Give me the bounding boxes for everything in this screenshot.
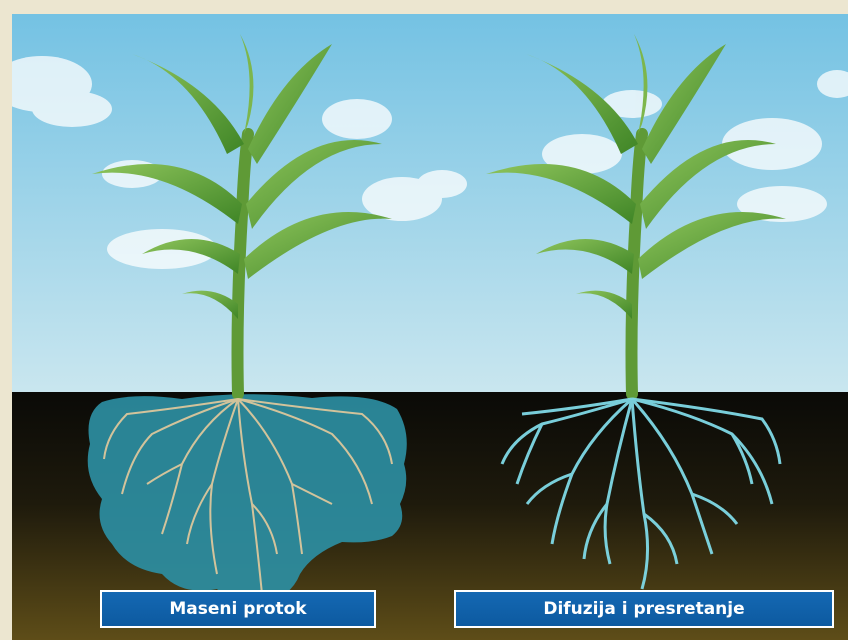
illustration-scene	[12, 14, 848, 640]
label-diffusion-interception-text: Difuzija i presretanje	[543, 599, 744, 619]
plant-illustration	[12, 14, 848, 640]
label-mass-flow: Maseni protok	[100, 590, 376, 628]
label-mass-flow-text: Maseni protok	[169, 599, 306, 619]
label-diffusion-interception: Difuzija i presretanje	[454, 590, 834, 628]
